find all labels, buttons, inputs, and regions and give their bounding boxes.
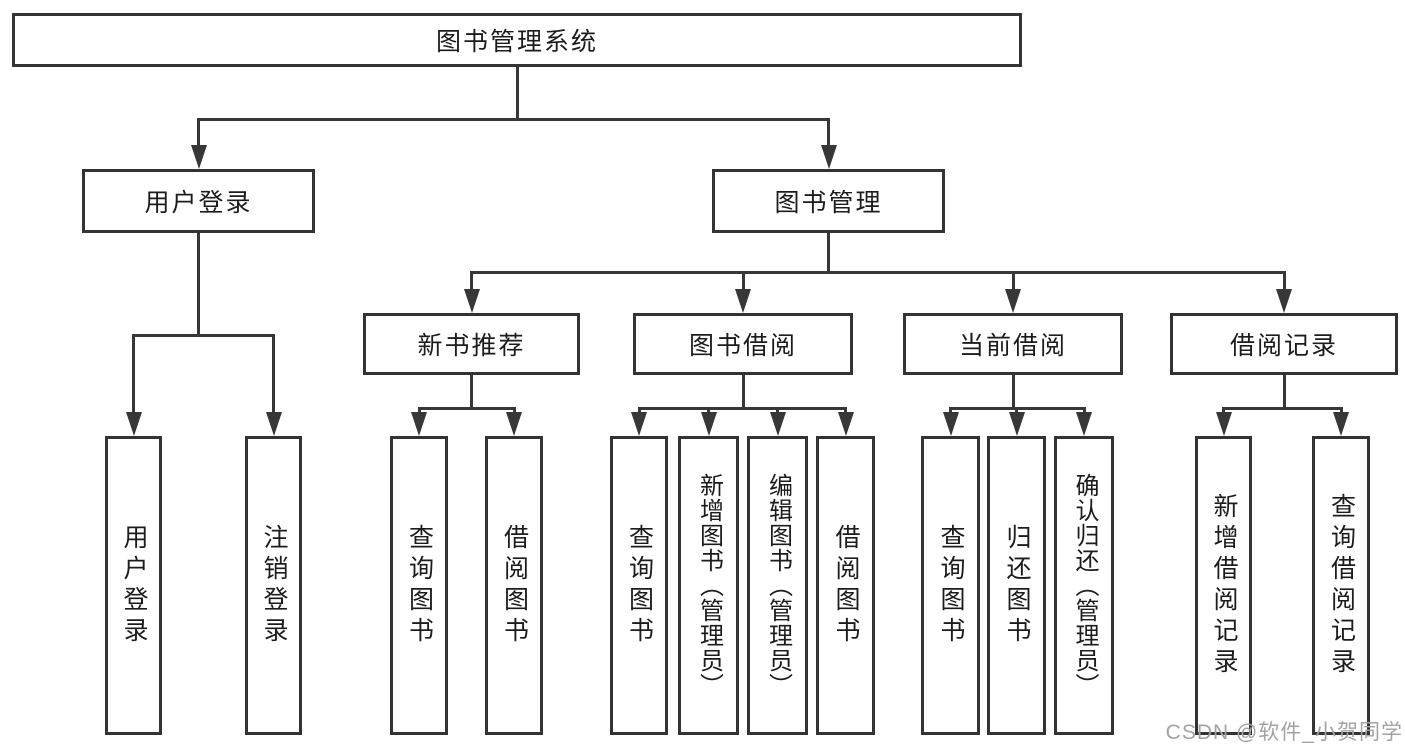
node-leaf-logout: 注销登录 [245, 436, 302, 735]
node-new-book-recommend: 新书推荐 [363, 313, 580, 375]
connector-line [1011, 375, 1015, 410]
node-leaf-query-borrow-record: 查询借阅记录 [1312, 436, 1370, 735]
node-leaf-user-login: 用户登录 [105, 436, 162, 735]
connector-line [1011, 272, 1015, 293]
connector-line [741, 375, 745, 410]
arrowhead-icon [1215, 412, 1232, 436]
csdn-watermark: CSDN @软件_小贺同学 [1165, 721, 1403, 744]
node-leaf-query-books-3: 查询图书 [921, 436, 980, 735]
arrowhead-icon [769, 412, 786, 436]
node-borrowing-records: 借阅记录 [1170, 313, 1398, 375]
node-leaf-query-books-2: 查询图书 [610, 436, 668, 735]
connector-line [197, 233, 200, 337]
connector-line [1282, 375, 1286, 410]
connector-line [197, 119, 200, 149]
connector-line [470, 270, 1286, 274]
node-leaf-add-books-admin: 新增图书（管理员） [678, 436, 739, 735]
connector-line [1222, 406, 1343, 410]
node-leaf-edit-books-admin: 编辑图书（管理员） [747, 436, 808, 735]
arrowhead-icon [735, 289, 751, 313]
arrowhead-icon [837, 412, 854, 436]
connector-line [741, 272, 745, 293]
connector-line [470, 272, 473, 293]
arrowhead-icon [265, 412, 282, 436]
connector-line [515, 67, 519, 121]
node-leaf-confirm-return-admin: 确认归还（管理员） [1054, 436, 1114, 735]
arrowhead-icon [1005, 289, 1021, 313]
node-leaf-add-borrow-record: 新增借阅记录 [1195, 436, 1252, 735]
connector-line [470, 375, 473, 410]
arrowhead-icon [942, 412, 959, 436]
connector-line [197, 117, 830, 121]
arrowhead-icon [820, 145, 837, 169]
arrowhead-icon [1008, 412, 1025, 436]
node-book-management: 图书管理 [712, 169, 945, 233]
node-book-borrowing: 图书借阅 [633, 313, 853, 375]
connector-line [1282, 272, 1286, 293]
connector-line [417, 406, 516, 410]
node-user-login: 用户登录 [82, 169, 315, 233]
node-root: 图书管理系统 [12, 13, 1022, 67]
connector-line [132, 335, 135, 416]
arrowhead-icon [190, 145, 207, 169]
connector-line [272, 335, 275, 416]
arrowhead-icon [1276, 289, 1292, 313]
arrowhead-icon [125, 412, 142, 436]
connector-line [132, 333, 275, 337]
connector-line [637, 406, 847, 410]
arrowhead-icon [700, 412, 717, 436]
arrowhead-icon [411, 412, 427, 436]
connector-line [827, 119, 830, 149]
node-leaf-return-books: 归还图书 [987, 436, 1046, 735]
node-current-borrowing: 当前借阅 [903, 313, 1123, 375]
node-leaf-query-books-1: 查询图书 [390, 436, 448, 735]
connector-line [827, 233, 830, 274]
arrowhead-icon [1076, 412, 1092, 436]
node-leaf-borrow-books-1: 借阅图书 [485, 436, 543, 735]
arrowhead-icon [506, 412, 522, 436]
node-leaf-borrow-books-2: 借阅图书 [816, 436, 875, 735]
arrowhead-icon [631, 412, 647, 436]
arrowhead-icon [463, 289, 480, 313]
arrowhead-icon [1333, 412, 1349, 436]
